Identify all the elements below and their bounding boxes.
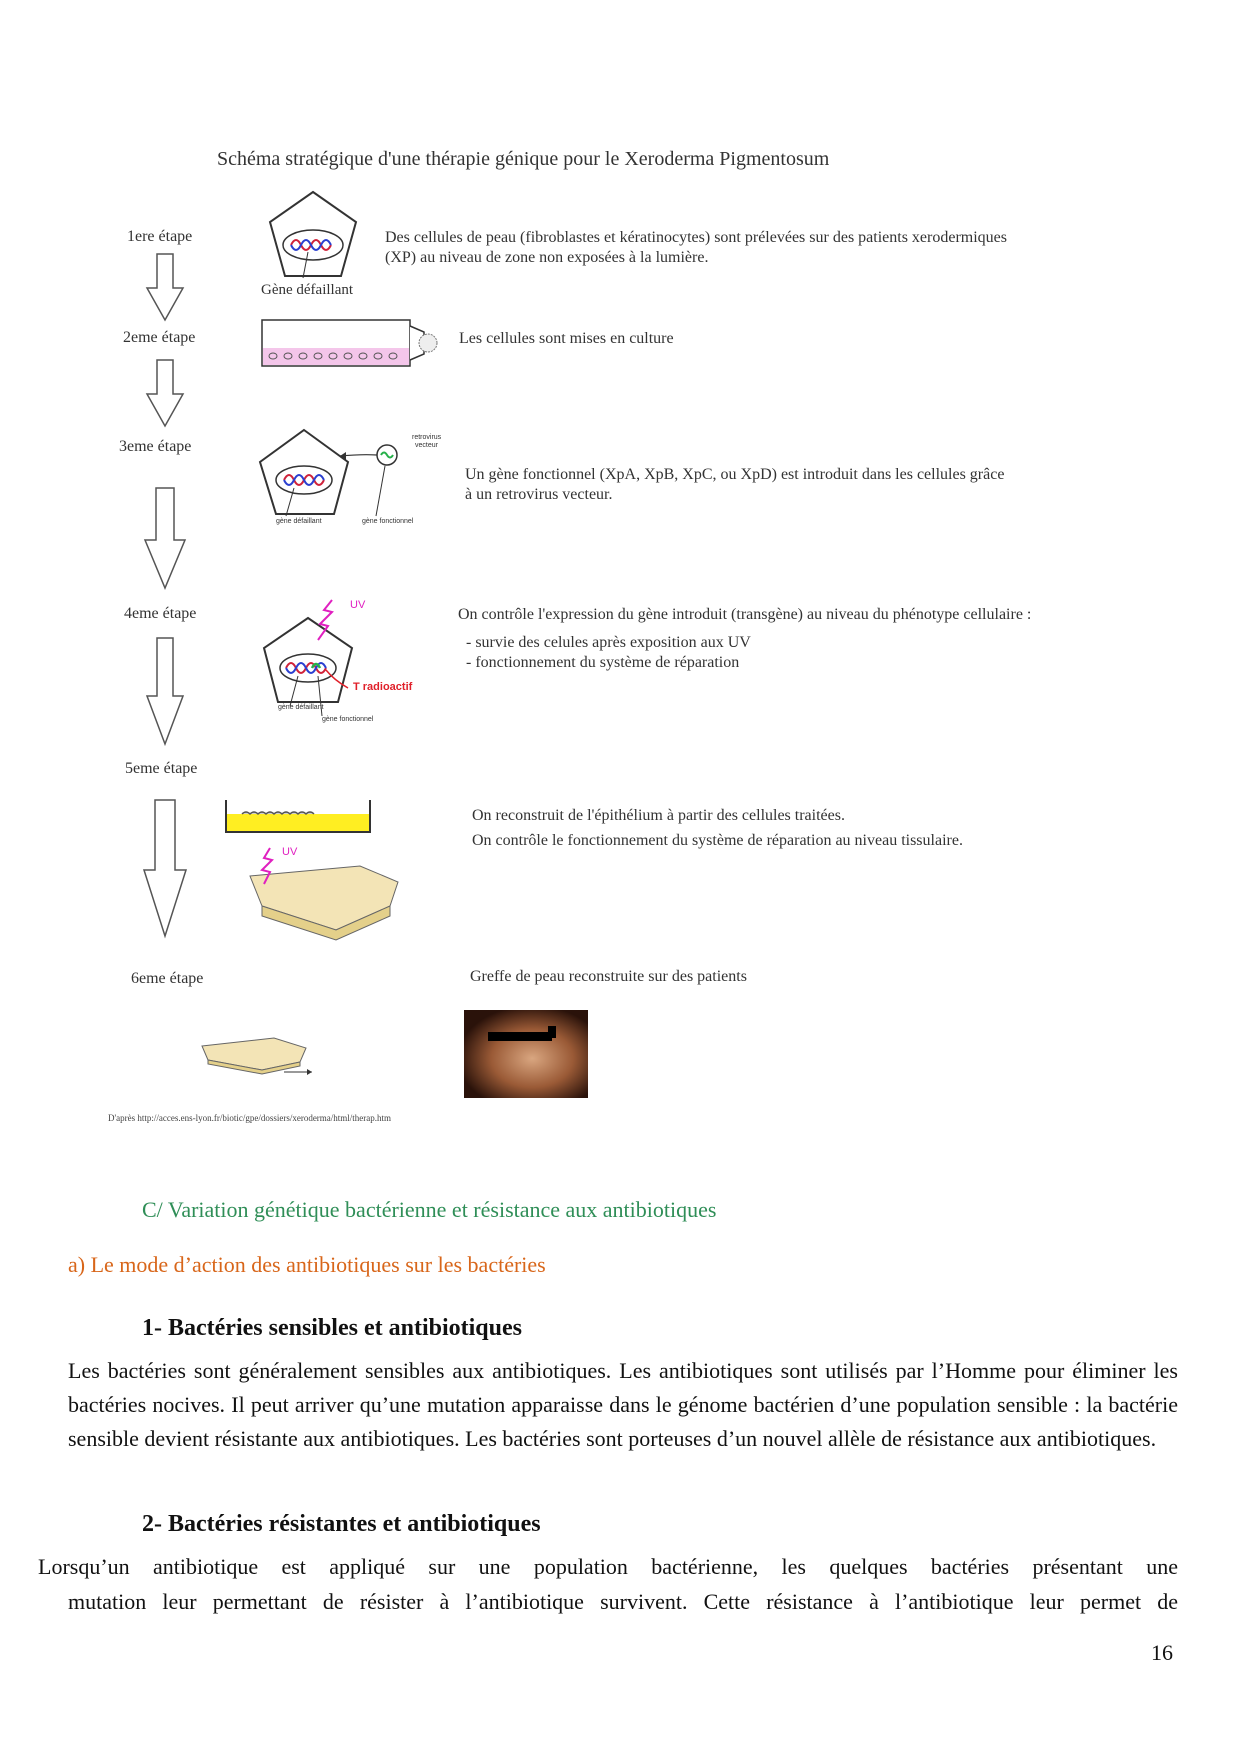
defective-gene-label-4: gène défaillant — [278, 704, 324, 711]
cell-step1-icon — [263, 190, 363, 282]
heading-resistant-bacteria: 2- Bactéries résistantes et antibiotique… — [142, 1511, 541, 1538]
step-2-label: 2eme étape — [123, 329, 195, 347]
step-4-text: On contrôle l'expression du gène introdu… — [458, 605, 1031, 625]
step-4-label: 4eme étape — [124, 605, 196, 623]
skin-graft-icon — [196, 1036, 316, 1076]
uv-label-4: UV — [350, 599, 365, 611]
page-number: 16 — [1151, 1640, 1173, 1666]
paragraph-resistant-line2: mutation leur permettant de résister à l… — [68, 1585, 1178, 1619]
step-5-label: 5eme étape — [125, 760, 197, 778]
step-4-bullet-1: - survie des celules après exposition au… — [466, 633, 751, 653]
vector-label: vecteur — [415, 442, 438, 449]
defective-gene-label-3: gène défaillant — [276, 518, 322, 525]
down-arrow-1 — [145, 254, 185, 322]
down-arrow-4 — [145, 638, 185, 746]
cell-step3-icon — [258, 428, 418, 524]
defective-gene-caption: Gène défaillant — [261, 282, 353, 299]
down-arrow-2 — [145, 360, 185, 428]
section-a-title: a) Le mode d’action des antibiotiques su… — [68, 1252, 546, 1278]
culture-dish-icon — [224, 800, 374, 836]
step-2-text: Les cellules sont mises en culture — [459, 329, 674, 349]
step-5-text-1: On reconstruit de l'épithélium à partir … — [472, 806, 845, 826]
step-6-label: 6eme étape — [131, 970, 203, 988]
functional-gene-label-4: gène fonctionnel — [322, 716, 373, 723]
step-1-text: Des cellules de peau (fibroblastes et ké… — [385, 228, 1025, 268]
step-3-label: 3eme étape — [119, 438, 191, 456]
down-arrow-5 — [142, 800, 188, 938]
step-3-text: Un gène fonctionnel (XpA, XpB, XpC, ou X… — [465, 465, 1005, 505]
skin-tissue-icon — [240, 848, 410, 944]
paragraph-resistant-line1: Lorsqu’un antibiotique est appliqué sur … — [38, 1550, 1178, 1584]
down-arrow-3 — [143, 488, 187, 590]
figure-source: D'après http://acces.ens-lyon.fr/biotic/… — [108, 1113, 391, 1123]
step-5-text-2: On contrôle le fonctionnement du système… — [472, 831, 963, 851]
section-c-title: C/ Variation génétique bactérienne et ré… — [142, 1197, 716, 1223]
step-1-label: 1ere étape — [127, 228, 192, 246]
radioactive-t-label: T radioactif — [353, 681, 412, 693]
paragraph-sensitive-bacteria: Les bactéries sont généralement sensible… — [68, 1354, 1178, 1456]
culture-flask-icon — [261, 318, 441, 370]
functional-gene-label-3: gène fonctionnel — [362, 518, 413, 525]
heading-sensitive-bacteria: 1- Bactéries sensibles et antibiotiques — [142, 1315, 522, 1342]
uv-label-5: UV — [282, 846, 297, 858]
patient-photo — [464, 1010, 588, 1098]
retrovirus-label: retrovirus — [412, 434, 441, 441]
step-4-bullet-2: - fonctionnement du système de réparatio… — [466, 653, 739, 673]
figure-title: Schéma stratégique d'une thérapie géniqu… — [217, 148, 829, 171]
step-6-text: Greffe de peau reconstruite sur des pati… — [470, 967, 747, 987]
